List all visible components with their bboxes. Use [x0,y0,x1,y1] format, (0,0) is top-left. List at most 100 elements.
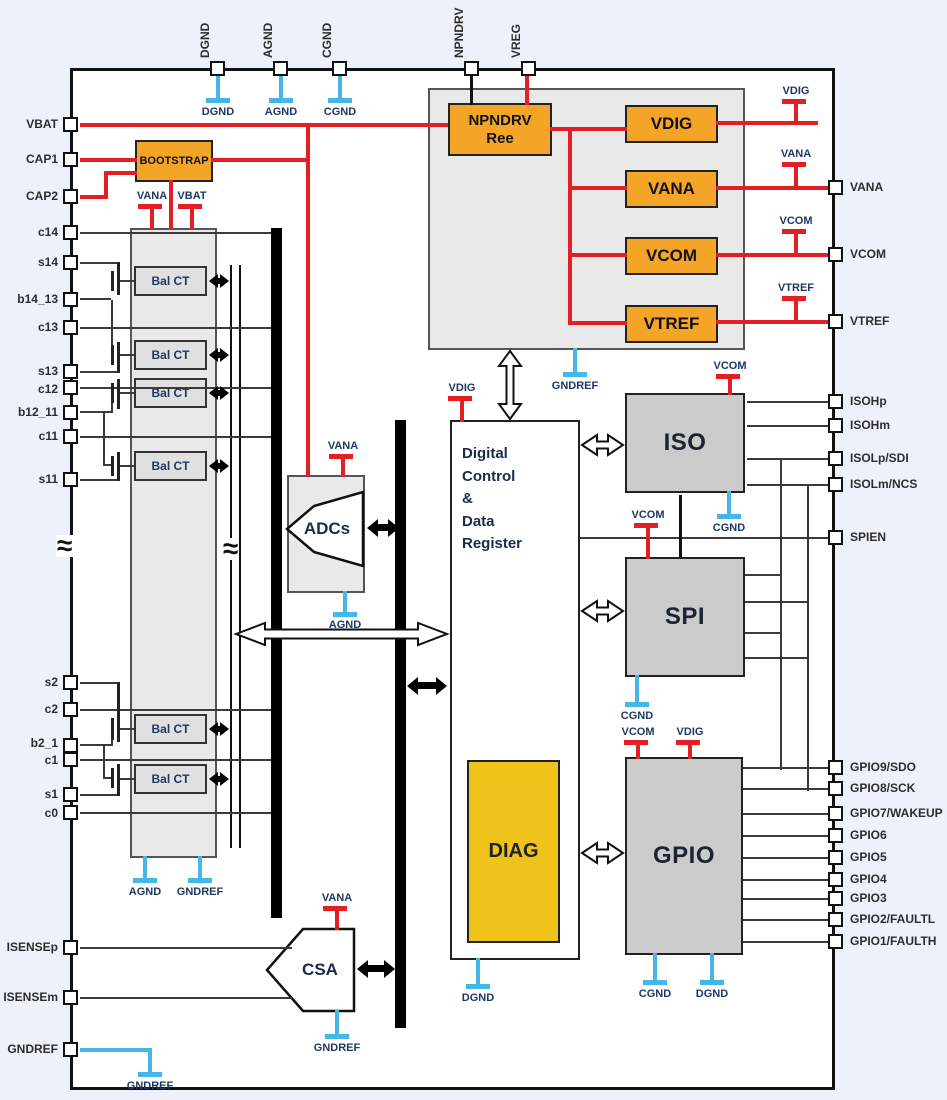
wire-gpio6 [743,835,828,837]
pin-spien [828,530,843,545]
pin-c0 [63,805,78,820]
balct-bus-arrow [217,776,221,782]
gpio-cgnd-ground [643,980,667,985]
pin-label: CGND [320,22,334,58]
vtref-label: VTREF [643,314,700,333]
pin-isohm [828,418,843,433]
pin-label: GPIO4 [850,872,887,886]
pin-label: s11 [38,472,58,486]
pin-gpio9 [828,760,843,775]
fet-gate [111,271,114,291]
bal-ct-label: Bal CT [151,348,190,362]
wire-vcom-out [716,253,828,257]
csa-vana-cap [323,906,347,911]
pin-gpio4 [828,872,843,887]
wire-cap2 [104,171,108,199]
pin-label: AGND [261,22,275,58]
wire-gpio3 [743,898,828,900]
data-bus [395,420,406,1028]
gate-feed [103,413,105,466]
wire-npndrv-out [550,127,627,131]
pin-isensem [63,990,78,1005]
wire-c12 [80,387,274,389]
pin-s2 [63,675,78,690]
analog-bus [271,228,282,918]
wire-isolm [747,484,828,486]
pin-label: GPIO5 [850,850,887,864]
ground-label: CGND [638,988,672,1000]
vana-block: VANA [625,170,718,208]
wire-s2 [80,682,120,684]
supply-label: VANA [321,892,353,904]
wire-isensem [80,997,292,999]
wire-to-vana [568,186,627,190]
gpio-dgnd-ground [700,980,724,985]
wire-gpio2 [743,919,828,921]
pin-b2_1 [63,738,78,753]
csa-label: CSA [302,960,338,979]
pin-label: SPIEN [850,530,887,544]
wire-isensep [80,947,292,949]
cap-stem [150,208,154,230]
wire-isohp [747,401,828,403]
wire-reg-junction [568,127,572,325]
bal-ct-block: Bal CT [134,340,207,370]
pin-label: c1 [44,753,58,767]
pin-label: b14_13 [17,292,58,306]
fet-gate [111,718,114,740]
wire-vana-out [716,186,828,190]
fet-stub [120,280,134,282]
wire-c13 [80,327,274,329]
gnd-stem [338,76,342,98]
pin-label: VBAT [26,117,58,131]
cap-stem [728,378,732,395]
pin-label: NPNDRV [452,7,466,58]
gnd-stem [573,348,577,372]
pin-npndrv [464,61,479,76]
cap-stem [341,458,345,477]
pin-agnd-top [273,61,288,76]
pin-label: c14 [37,225,58,239]
fet-gate [111,383,114,403]
supply-label: VCOM [621,726,655,738]
gnd-stem [476,958,480,984]
fet-stub [120,465,134,467]
digital-line: Register [462,535,523,552]
iso-label: ISO [663,429,707,456]
balct-bus-arrow [217,278,221,284]
cap-stem [794,233,798,255]
supply-label: VTREF [777,282,815,294]
fet-gate [111,456,114,476]
pin-gpio5 [828,850,843,865]
gpio-label: GPIO [652,842,715,869]
pin-s13 [63,364,78,379]
wire-cap2 [80,195,108,199]
vana-cap [782,162,806,167]
wire-to-vcom [568,253,627,257]
pin-label: ISOLm/NCS [850,477,918,491]
pin-vreg [521,61,536,76]
pin-isensep [63,940,78,955]
gpio-block: GPIO [625,757,743,955]
fet-stub [120,392,134,394]
pin-label: ISOLp/SDI [850,451,909,465]
vcom-block: VCOM [625,237,718,275]
gnd-stem [198,856,202,878]
supply-label: VCOM [779,215,813,227]
cap-stem [794,166,798,188]
spi-stub [745,657,809,659]
pin-label: s14 [37,255,58,269]
wire-gpio4 [743,879,828,881]
vdig-label: VDIG [650,114,693,133]
wire-vtref-out [716,320,828,324]
spi-cgnd-ground [625,702,649,707]
vcom-label: VCOM [646,246,697,265]
cap-stem [794,103,798,123]
pin-s14 [63,255,78,270]
pin-s1 [63,787,78,802]
route-vertical [807,484,809,791]
pin-label: GNDREF [7,1042,58,1056]
fet-stub [120,728,134,730]
gpio-vdig-cap [676,740,700,745]
